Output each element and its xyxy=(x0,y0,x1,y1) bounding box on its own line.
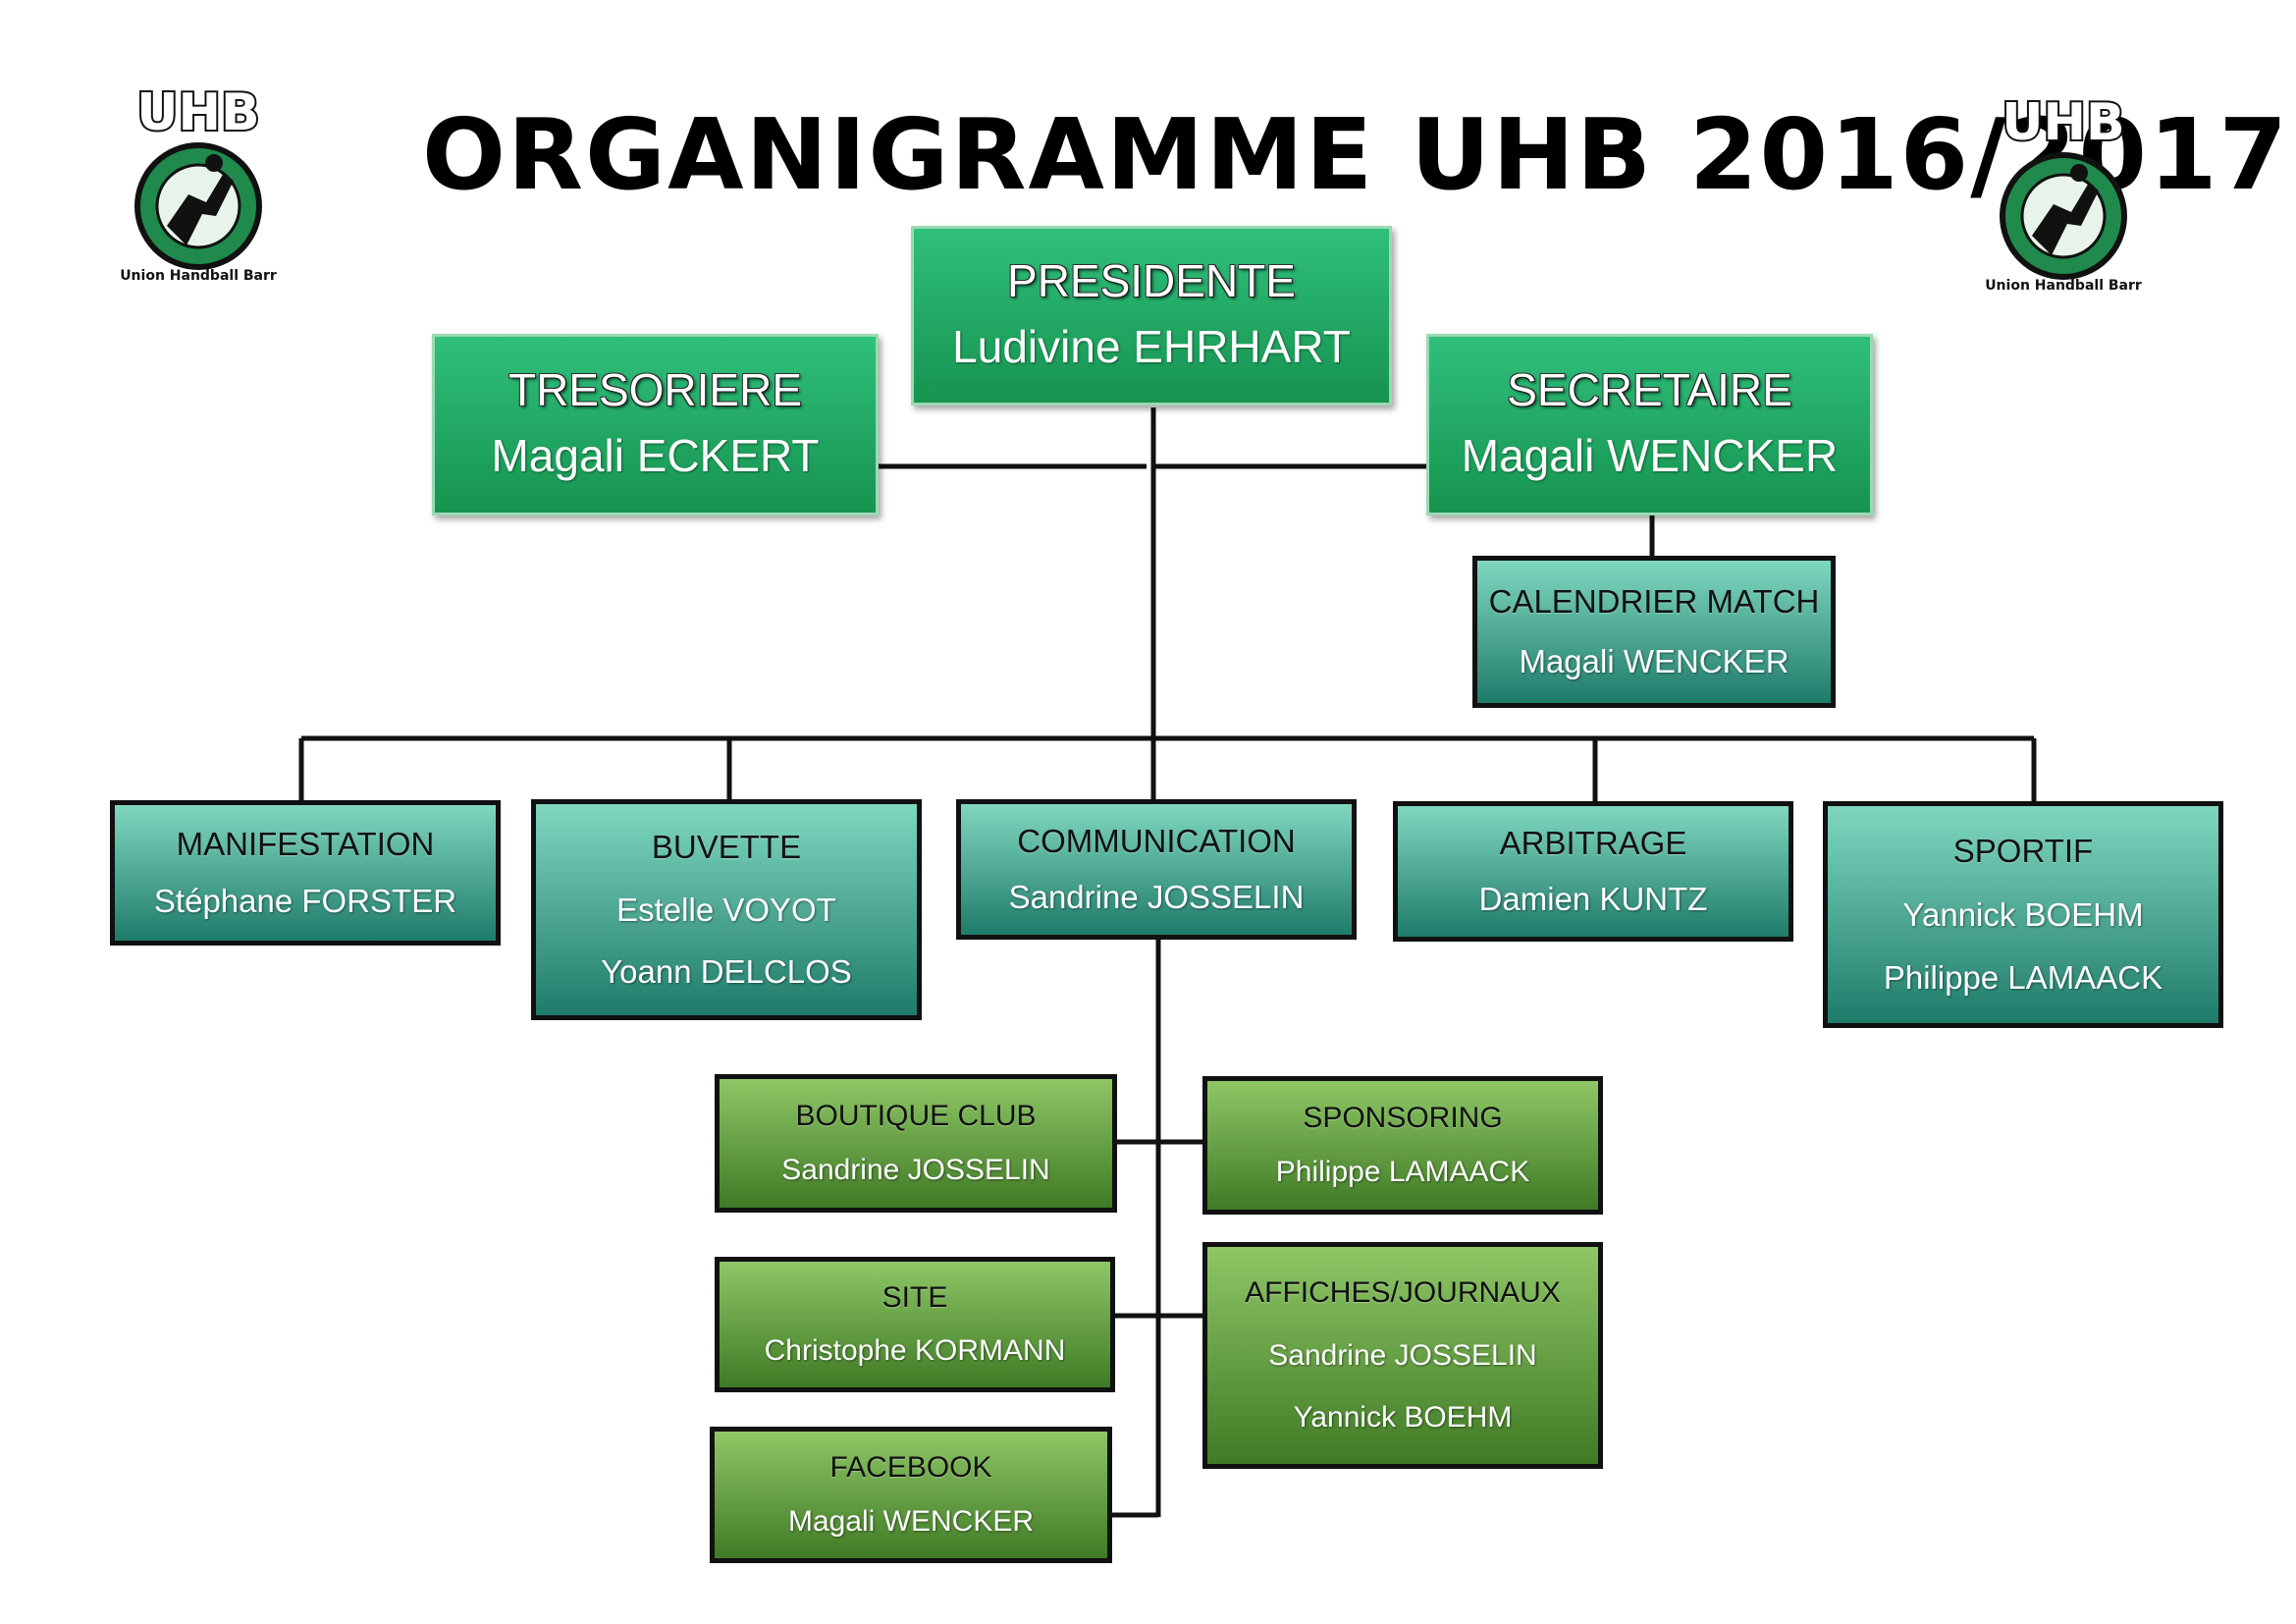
club-logo-right: UHB Union Handball Barr xyxy=(1973,88,2150,304)
sub-member: Christophe KORMANN xyxy=(764,1334,1066,1367)
commission-member: Estelle VOYOT xyxy=(616,891,836,928)
commission-role: MANIFESTATION xyxy=(176,825,435,862)
sub-member: Sandrine JOSSELIN xyxy=(781,1154,1050,1186)
tresoriere-box: TRESORIERE Magali ECKERT xyxy=(432,334,879,515)
sub-affiches-journaux: AFFICHES/JOURNAUX Sandrine JOSSELIN Yann… xyxy=(1202,1242,1603,1469)
sub-role: BOUTIQUE CLUB xyxy=(795,1100,1037,1132)
commission-role: COMMUNICATION xyxy=(1017,823,1296,859)
commission-sportif: SPORTIF Yannick BOEHM Philippe LAMAACK xyxy=(1823,801,2223,1028)
club-logo-left: UHB Union Handball Barr xyxy=(108,79,285,295)
sub-member: Philippe LAMAACK xyxy=(1275,1156,1530,1188)
sub-facebook: FACEBOOK Magali WENCKER xyxy=(710,1427,1112,1563)
commission-member: Stéphane FORSTER xyxy=(153,883,457,920)
calendrier-name: Magali WENCKER xyxy=(1519,643,1789,679)
commission-member: Yannick BOEHM xyxy=(1902,895,2144,933)
sub-member: Magali WENCKER xyxy=(787,1504,1035,1538)
sub-role: AFFICHES/JOURNAUX xyxy=(1245,1275,1561,1309)
logo-ring-text-left: Union Handball Barr xyxy=(120,268,277,284)
sub-member: Sandrine JOSSELIN xyxy=(1268,1338,1537,1372)
presidente-role: PRESIDENTE xyxy=(1007,255,1296,307)
calendrier-role: CALENDRIER MATCH xyxy=(1488,583,1820,620)
commission-communication: COMMUNICATION Sandrine JOSSELIN xyxy=(956,799,1357,940)
sub-role: SITE xyxy=(881,1281,948,1314)
tresoriere-name: Magali ECKERT xyxy=(491,430,820,481)
commission-member: Philippe LAMAACK xyxy=(1883,959,2163,997)
tresoriere-role: TRESORIERE xyxy=(507,364,803,415)
logo-ring-text-right: Union Handball Barr xyxy=(1985,278,2142,294)
secretaire-box: SECRETAIRE Magali WENCKER xyxy=(1426,334,1873,515)
sub-role: SPONSORING xyxy=(1303,1102,1503,1134)
commission-member: Sandrine JOSSELIN xyxy=(1008,879,1305,915)
commission-buvette: BUVETTE Estelle VOYOT Yoann DELCLOS xyxy=(531,799,922,1020)
sub-role: FACEBOOK xyxy=(829,1451,992,1485)
commission-role: ARBITRAGE xyxy=(1499,825,1687,861)
sub-boutique-club: BOUTIQUE CLUB Sandrine JOSSELIN xyxy=(715,1074,1117,1213)
commission-member: Yoann DELCLOS xyxy=(601,952,852,990)
logo-text-left: UHB xyxy=(136,83,259,142)
commission-role: BUVETTE xyxy=(651,829,802,866)
sub-member: Yannick BOEHM xyxy=(1293,1401,1513,1435)
secretaire-name: Magali WENCKER xyxy=(1461,430,1839,481)
presidente-box: PRESIDENTE Ludivine EHRHART xyxy=(911,226,1392,406)
commission-role: SPORTIF xyxy=(1952,832,2094,869)
sub-sponsoring: SPONSORING Philippe LAMAACK xyxy=(1202,1076,1603,1215)
secretaire-role: SECRETAIRE xyxy=(1507,364,1792,415)
calendrier-match-box: CALENDRIER MATCH Magali WENCKER xyxy=(1472,556,1836,708)
commission-member: Damien KUNTZ xyxy=(1478,881,1708,917)
sub-site: SITE Christophe KORMANN xyxy=(715,1257,1115,1392)
presidente-name: Ludivine EHRHART xyxy=(952,320,1351,372)
logo-text-right: UHB xyxy=(2002,93,2124,152)
commission-manifestation: MANIFESTATION Stéphane FORSTER xyxy=(110,800,501,946)
commission-arbitrage: ARBITRAGE Damien KUNTZ xyxy=(1393,801,1793,942)
